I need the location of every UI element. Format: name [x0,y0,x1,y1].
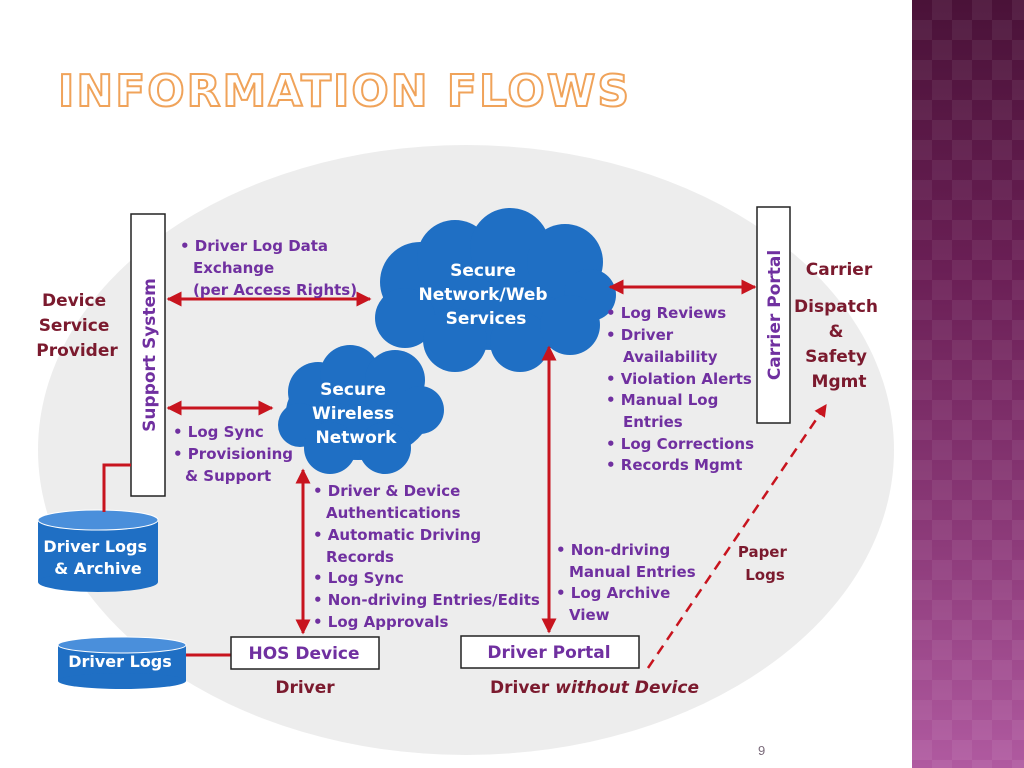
driver-logs-database: Driver Logs [57,636,187,689]
carrier-portal-box [756,206,791,424]
driver-portal-box [460,635,640,669]
driver-logs-archive-database: Driver Logs & Archive [37,509,159,592]
secure-wireless-cloud: Secure Wireless Network [278,345,444,474]
svg-text:Driver Logs & Archive: Driver Logs & Archive [43,537,152,578]
secure-network-cloud: Secure Network/Web Services [375,208,616,372]
archive-connector [102,463,131,512]
exchange-notes: • Driver Log Data Exchange (per Access R… [180,237,357,299]
slide-title: Information Flows [57,66,632,117]
decorative-side-strip [912,0,1024,768]
hos-device-box [230,636,380,670]
svg-text:Driver Logs: Driver Logs [68,652,172,671]
slide-number: 9 [758,743,766,758]
driver-without-device-label: Driver without Device [490,678,699,698]
carrier-portal-label: Carrier Portal [765,250,785,380]
device-service-provider-label: Device Service Provider [36,291,118,361]
arrow-paper-logs [646,403,828,669]
driver-portal-label: Driver Portal [487,643,610,663]
support-system-box [130,213,166,497]
support-notes: • Log Sync • Provisioning & Support [173,423,298,485]
hos-device-label: HOS Device [249,644,360,664]
portal-notes: • Non-driving Manual Entries • Log Archi… [556,541,701,624]
carrier-label: Carrier [806,260,873,280]
device-notes: • Driver & Device Authentications • Auto… [313,482,545,631]
svg-text:Secure Network/Web: Secure Network/Web Services [419,261,554,329]
carrier-notes: • Log Reviews • Driver Availability • Vi… [606,304,759,474]
support-system-label: Support System [140,278,160,432]
svg-text:Secure Wireless: Secure Wireless Network [312,380,400,448]
information-flows-diagram: Support System Carrier Portal Device Ser… [36,145,894,755]
paper-logs-label: Paper Logs [738,543,792,584]
driver-label: Driver [275,678,335,698]
dispatch-safety-label: Dispatch & Safety Mgmt [794,297,884,392]
